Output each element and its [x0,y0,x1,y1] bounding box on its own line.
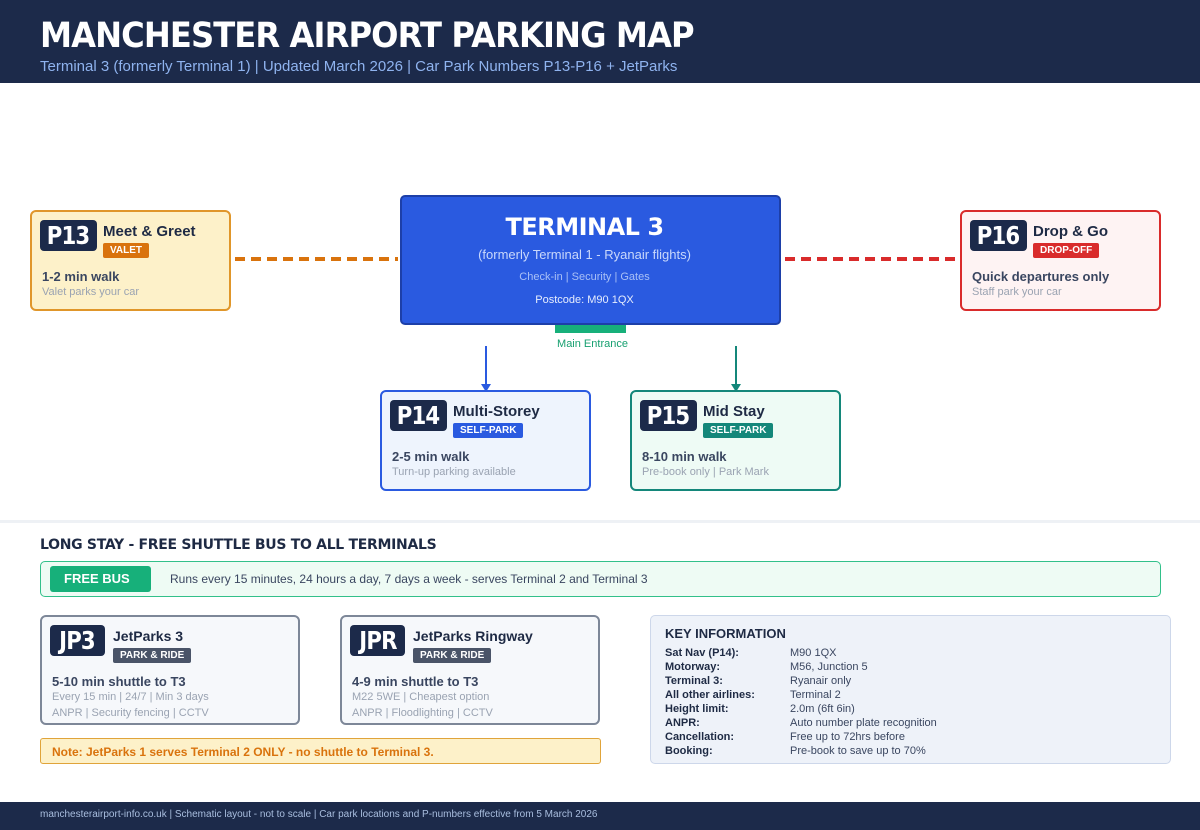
p13-tag: VALET [103,243,150,258]
p15-badge: P15 [640,400,697,431]
key-row-value: Free up to 72hrs before [790,731,905,743]
jp3-name: JetParks 3 [113,628,184,644]
footer-text: manchesterairport-info.co.uk | Schematic… [40,809,598,820]
page-title: MANCHESTER AIRPORT PARKING MAP [40,16,695,56]
key-row-value: Ryanair only [790,675,852,687]
car-park-p13[interactable]: P13 Meet & Greet VALET 1-2 min walk Vale… [30,210,231,311]
car-park-jp3[interactable]: JP3 JetParks 3 PARK & RIDE 5-10 min shut… [40,615,300,725]
key-row-label: All other airlines: [665,689,755,701]
key-row-value: Auto number plate recognition [790,717,937,729]
p15-note: Pre-book only | Park Mark [642,466,769,478]
p14-badge: P14 [390,400,447,431]
p15-name: Mid Stay [703,403,765,420]
p14-note: Turn-up parking available [392,466,516,478]
jp3-shuttle: 5-10 min shuttle to T3 [52,674,186,689]
header-bar: MANCHESTER AIRPORT PARKING MAP Terminal … [0,0,1200,83]
p14-name: Multi-Storey [453,403,540,420]
p14-tag: SELF-PARK [453,423,524,438]
jpr-details: M22 5WE | Cheapest option [352,691,490,703]
jetparks-warning: Note: JetParks 1 serves Terminal 2 ONLY … [40,738,601,764]
car-park-jpr[interactable]: JPR JetParks Ringway PARK & RIDE 4-9 min… [340,615,600,725]
terminal-title: TERMINAL 3 [505,213,664,241]
free-bus-banner: FREE BUS Runs every 15 minutes, 24 hours… [40,561,1161,597]
key-row-label: Booking: [665,745,713,757]
free-bus-label: FREE BUS [50,566,151,592]
jp3-features: ANPR | Security fencing | CCTV [52,707,209,719]
key-row-label: Cancellation: [665,731,735,743]
section-divider [0,520,1200,523]
key-row-label: ANPR: [665,717,700,729]
terminal-facilities: Check-in | Security | Gates [519,271,650,283]
jp3-badge: JP3 [50,625,105,656]
key-row-value: M56, Junction 5 [790,661,868,673]
key-row-value: Terminal 2 [790,689,841,701]
terminal-3-block: TERMINAL 3 (formerly Terminal 1 - Ryanai… [400,195,781,325]
terminal-postcode: Postcode: M90 1QX [535,294,634,306]
key-information-title: KEY INFORMATION [665,626,786,641]
long-stay-title: LONG STAY - FREE SHUTTLE BUS TO ALL TERM… [40,537,437,553]
car-park-p16[interactable]: P16 Drop & Go DROP-OFF Quick departures … [960,210,1161,311]
p13-note: Valet parks your car [42,286,140,298]
p13-badge: P13 [40,220,97,251]
key-row-label: Terminal 3: [665,675,723,687]
free-bus-text: Runs every 15 minutes, 24 hours a day, 7… [170,572,648,586]
key-row-value: Pre-book to save up to 70% [790,745,926,757]
p13-name: Meet & Greet [103,223,196,240]
p16-tag: DROP-OFF [1033,243,1100,258]
p15-tag: SELF-PARK [703,423,774,438]
p16-name: Drop & Go [1033,223,1108,240]
key-information-panel: KEY INFORMATION Sat Nav (P14): M90 1QX M… [650,615,1171,764]
terminal-subtitle: (formerly Terminal 1 - Ryanair flights) [478,247,691,262]
p14-walk: 2-5 min walk [392,449,470,464]
main-entrance-marker [555,325,626,333]
footer-bar: manchesterairport-info.co.uk | Schematic… [0,802,1200,830]
jpr-shuttle: 4-9 min shuttle to T3 [352,674,479,689]
p16-walk: Quick departures only [972,269,1110,284]
page-subtitle: Terminal 3 (formerly Terminal 1) | Updat… [40,58,678,75]
jpr-name: JetParks Ringway [413,628,533,644]
key-row-label: Height limit: [665,703,729,715]
main-entrance-label: Main Entrance [557,338,628,350]
car-park-p14[interactable]: P14 Multi-Storey SELF-PARK 2-5 min walk … [380,390,591,491]
p16-note: Staff park your car [972,286,1062,298]
p15-arrow-icon [731,384,741,392]
p13-walk: 1-2 min walk [42,269,120,284]
key-row-value: 2.0m (6ft 6in) [790,703,855,715]
p14-arrow-icon [481,384,491,392]
jpr-badge: JPR [350,625,405,656]
jpr-tag: PARK & RIDE [413,648,492,663]
key-row-label: Sat Nav (P14): [665,647,739,659]
car-park-p15[interactable]: P15 Mid Stay SELF-PARK 8-10 min walk Pre… [630,390,841,491]
jp3-details: Every 15 min | 24/7 | Min 3 days [52,691,209,703]
jp3-tag: PARK & RIDE [113,648,192,663]
p15-walk: 8-10 min walk [642,449,727,464]
jpr-features: ANPR | Floodlighting | CCTV [352,707,493,719]
p16-badge: P16 [970,220,1027,251]
warning-text: Note: JetParks 1 serves Terminal 2 ONLY … [52,745,434,759]
key-row-label: Motorway: [665,661,720,673]
key-row-value: M90 1QX [790,647,837,659]
